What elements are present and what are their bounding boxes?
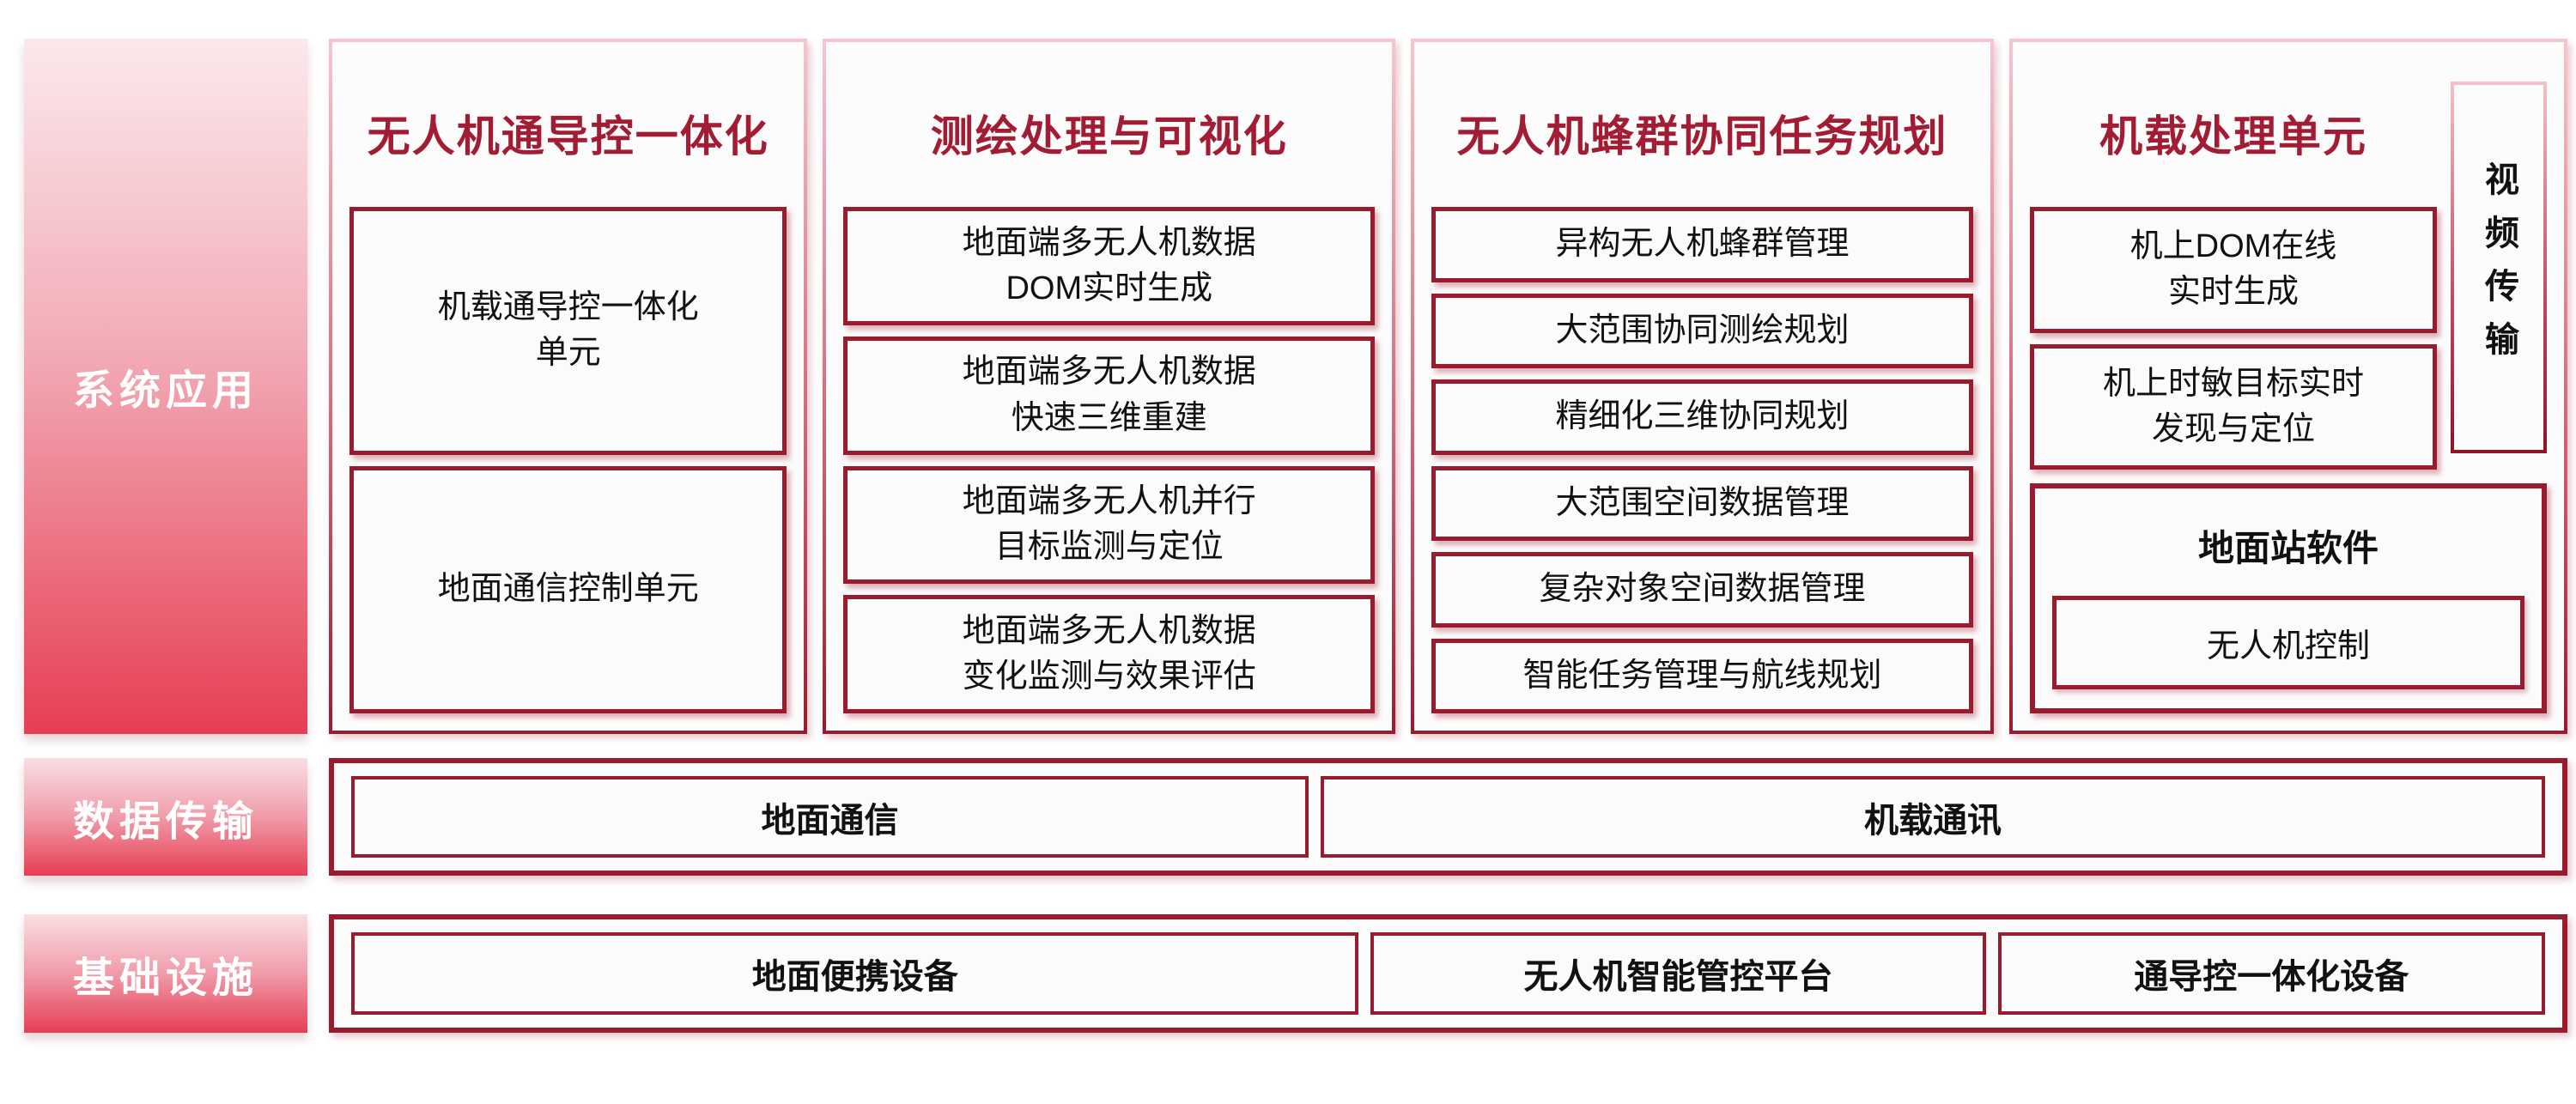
- diagram-box-onboard-dom-online-generation: 机上DOM在线 实时生成: [2029, 207, 2437, 333]
- column-boxes: 地面端多无人机数据 DOM实时生成 地面端多无人机数据 快速三维重建 地面端多无…: [843, 207, 1376, 713]
- ground-station-software-title: 地面站软件: [2197, 528, 2379, 568]
- diagram-box-fast-3d-reconstruction: 地面端多无人机数据 快速三维重建: [843, 336, 1376, 455]
- band-label-system-applications: 系统应用: [24, 39, 307, 734]
- diagram-box-video-transmission: 视频传输: [2451, 82, 2547, 453]
- column-title: 无人机通导控一体化: [367, 112, 769, 161]
- diagram-box-airborne-cnc-unit: 机载通导控一体化 单元: [349, 207, 787, 455]
- diagram-box-intelligent-task-route-planning: 智能任务管理与航线规划: [1431, 638, 1973, 713]
- ground-station-software-panel: 地面站软件 无人机控制: [2029, 483, 2547, 713]
- diagram-box-onboard-time-sensitive-target: 机上时敏目标实时 发现与定位: [2029, 343, 2437, 470]
- video-transmission-label: 视频传输: [2480, 161, 2518, 374]
- column-boxes: 异构无人机蜂群管理 大范围协同测绘规划 精细化三维协同规划 大范围空间数据管理 …: [1431, 207, 1973, 713]
- system-applications-band: 系统应用 无人机通导控一体化 机载通导控一体化 单元 地面通信控制单元 测绘处理…: [24, 39, 2567, 734]
- airborne-processing-left: 机载处理单元 机上DOM在线 实时生成 机上时敏目标实时 发现与定位: [2029, 42, 2437, 470]
- diagram-box-dom-realtime-generation: 地面端多无人机数据 DOM实时生成: [843, 207, 1376, 325]
- diagram-box-change-monitoring-evaluation: 地面端多无人机数据 变化监测与效果评估: [843, 595, 1376, 713]
- diagram-box-ground-portable-device: 地面便携设备: [351, 932, 1359, 1015]
- column-swarm-cooperative-mission-planning: 无人机蜂群协同任务规划 异构无人机蜂群管理 大范围协同测绘规划 精细化三维协同规…: [1411, 39, 1994, 734]
- column-uav-integrated-cnc: 无人机通导控一体化 机载通导控一体化 单元 地面通信控制单元: [329, 39, 808, 734]
- diagram-box-wide-area-spatial-data-management: 大范围空间数据管理: [1431, 465, 1973, 541]
- diagram-box-integrated-cnc-device: 通导控一体化设备: [1997, 932, 2545, 1015]
- diagram-box-heterogeneous-swarm-management: 异构无人机蜂群管理: [1431, 207, 1973, 282]
- band-label-infrastructure: 基础设施: [24, 914, 307, 1033]
- band-label-data-transmission: 数据传输: [24, 758, 307, 876]
- diagram-box-refined-3d-cooperative-planning: 精细化三维协同规划: [1431, 379, 1973, 455]
- data-transmission-band: 数据传输 地面通信 机载通讯: [24, 758, 2567, 876]
- column-title: 机载处理单元: [2099, 112, 2367, 161]
- airborne-processing-area: 机载处理单元 机上DOM在线 实时生成 机上时敏目标实时 发现与定位 视频传输: [2029, 42, 2547, 470]
- column-boxes: 机载通导控一体化 单元 地面通信控制单元: [349, 207, 787, 713]
- diagram-box-ground-communication: 地面通信: [351, 776, 1309, 858]
- application-columns: 无人机通导控一体化 机载通导控一体化 单元 地面通信控制单元 测绘处理与可视化 …: [329, 39, 2567, 734]
- diagram-box-uav-control: 无人机控制: [2051, 596, 2524, 689]
- diagram-box-airborne-communication: 机载通讯: [1320, 776, 2545, 858]
- column-title: 测绘处理与可视化: [930, 112, 1288, 161]
- diagram-box-parallel-target-monitoring: 地面端多无人机并行 目标监测与定位: [843, 465, 1376, 585]
- infrastructure-container: 地面便携设备 无人机智能管控平台 通导控一体化设备: [329, 914, 2567, 1033]
- diagram-box-ground-comm-control-unit: 地面通信控制单元: [349, 465, 787, 713]
- diagram-box-complex-object-spatial-data-management: 复杂对象空间数据管理: [1431, 552, 1973, 628]
- column-title: 无人机蜂群协同任务规划: [1456, 112, 1948, 161]
- column-airborne-processing-unit: 机载处理单元 机上DOM在线 实时生成 机上时敏目标实时 发现与定位 视频传输 …: [2008, 39, 2567, 734]
- infrastructure-band: 基础设施 地面便携设备 无人机智能管控平台 通导控一体化设备: [24, 914, 2567, 1033]
- column-mapping-processing-visualization: 测绘处理与可视化 地面端多无人机数据 DOM实时生成 地面端多无人机数据 快速三…: [823, 39, 1396, 734]
- column-boxes: 机上DOM在线 实时生成 机上时敏目标实时 发现与定位: [2029, 207, 2437, 470]
- data-transmission-container: 地面通信 机载通讯: [329, 758, 2567, 876]
- diagram-box-uav-intelligent-control-platform: 无人机智能管控平台: [1370, 932, 1986, 1015]
- diagram-box-wide-area-cooperative-mapping: 大范围协同测绘规划: [1431, 293, 1973, 368]
